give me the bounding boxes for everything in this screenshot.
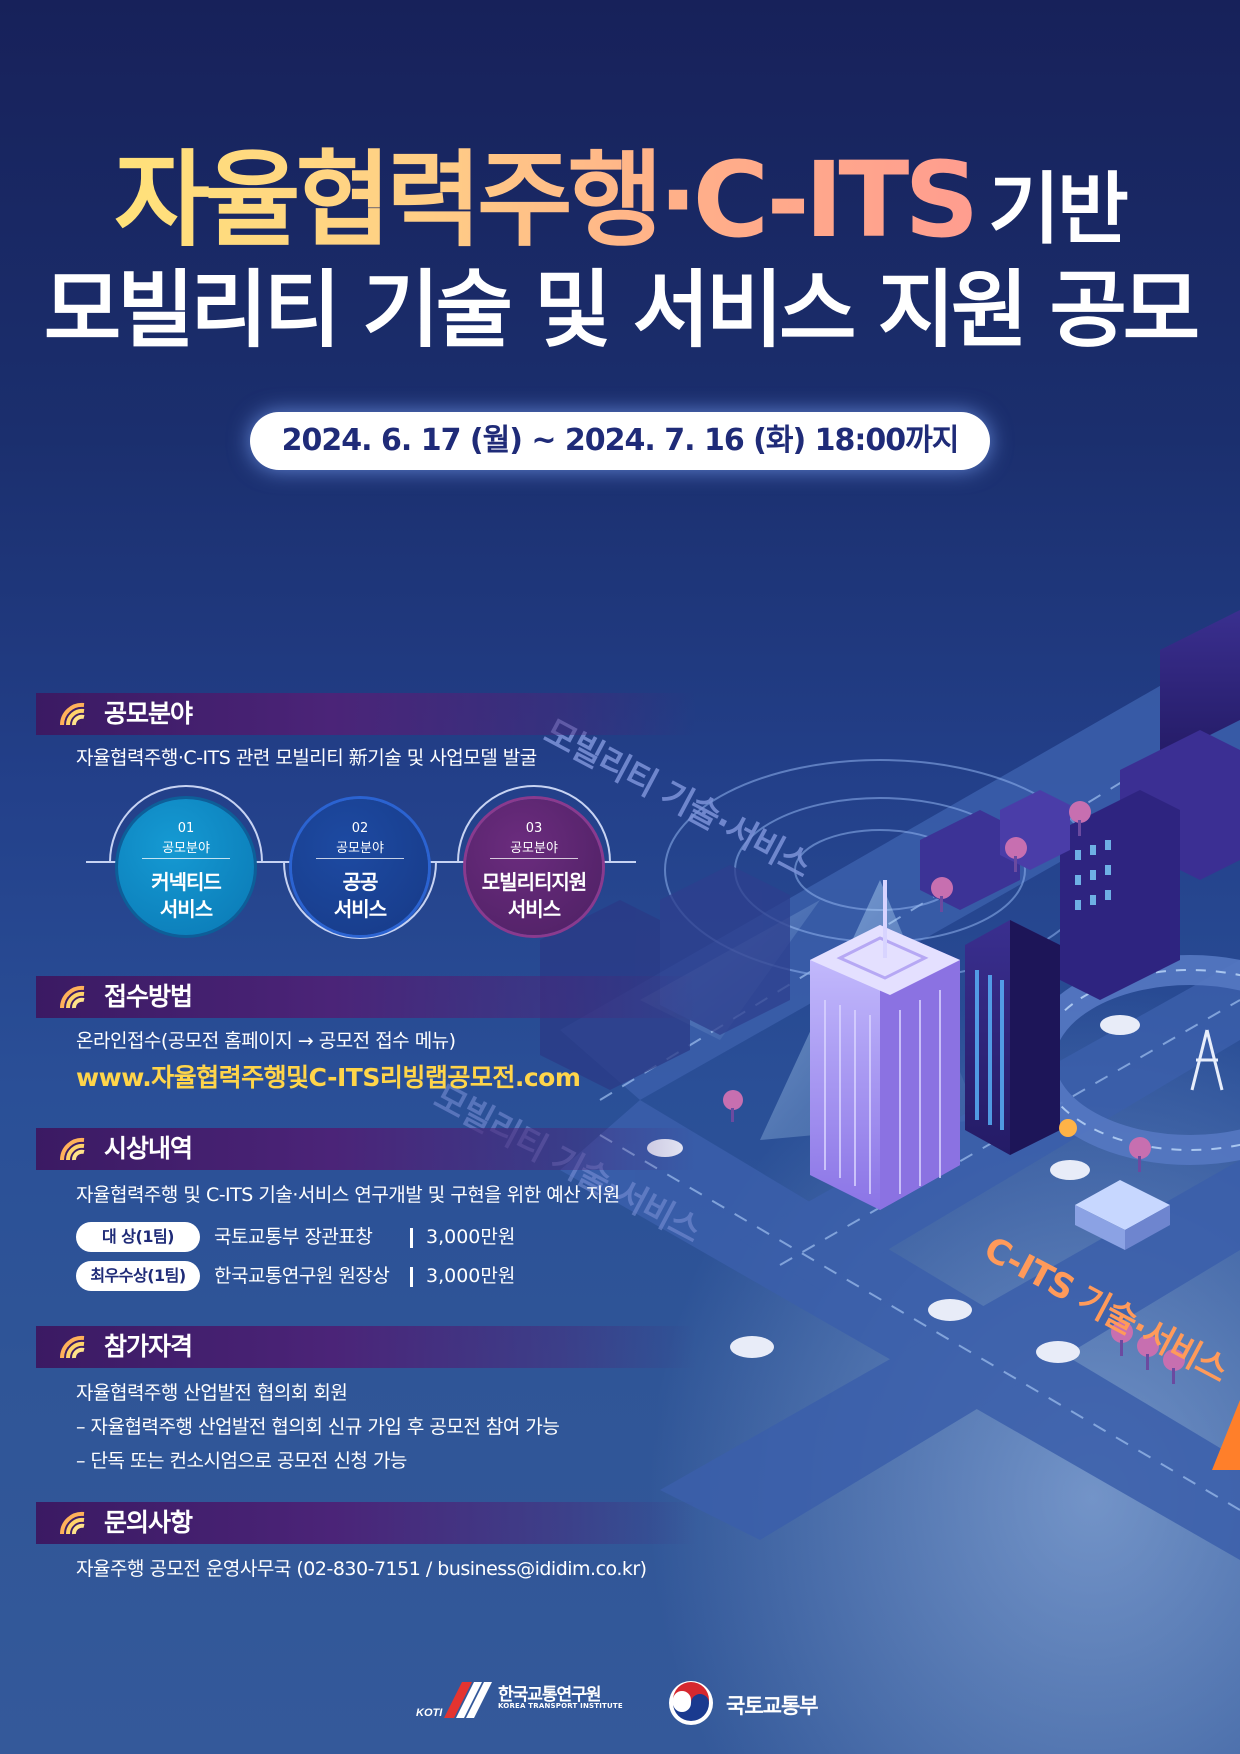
field-item-label: 공모분야: [510, 841, 558, 856]
field-desc: 자율협력주행·C-ITS 관련 모빌리티 新기술 및 사업모델 발굴: [76, 747, 537, 769]
section-header-eligibility: 참가자격: [36, 1326, 696, 1368]
section-title: 접수방법: [104, 982, 193, 1011]
section-title: 공모분야: [104, 699, 193, 728]
divider: [410, 1228, 413, 1248]
section-title: 문의사항: [104, 1508, 193, 1537]
field-item-num: 01: [177, 821, 195, 836]
award-name: 한국교통연구원 원장상: [214, 1265, 390, 1287]
award-grade: 최우수상(1팀): [76, 1261, 200, 1291]
field-item-label: 공모분야: [162, 841, 210, 856]
wifi-signal-icon: [59, 1335, 85, 1359]
koti-mark-icon: KOTI: [416, 1682, 492, 1719]
field-connector: [86, 785, 636, 939]
koti-name: 한국교통연구원: [498, 1685, 601, 1705]
contest-url-link[interactable]: www.자율협력주행및C-ITS리빙랩공모전.com: [76, 1063, 581, 1092]
koti-logo: KOTI 한국교통연구원 KOREA TRANSPORT INSTITUTE: [416, 1678, 623, 1722]
eligibility-line: 자율협력주행 산업발전 협의회 회원: [76, 1382, 348, 1404]
field-item-label: 공모분야: [336, 841, 384, 856]
wifi-signal-icon: [59, 1137, 85, 1161]
divider: [410, 1267, 413, 1287]
section-header-awards: 시상내역: [36, 1128, 696, 1170]
divider: [490, 858, 578, 859]
section-header-apply: 접수방법: [36, 976, 696, 1018]
period-badge: 2024. 6. 17 (월) ~ 2024. 7. 16 (화) 18:00까…: [250, 412, 990, 470]
koti-subtitle: KOREA TRANSPORT INSTITUTE: [498, 1702, 623, 1710]
wifi-signal-icon: [59, 985, 85, 1009]
title-line2: 모빌리티 기술 및 서비스 지원 공모: [43, 261, 1200, 359]
divider: [316, 858, 404, 859]
eligibility-line: – 단독 또는 컨소시엄으로 공모전 신청 가능: [76, 1450, 407, 1472]
apply-desc: 온라인접수(공모전 홈페이지 → 공모전 접수 메뉴): [76, 1030, 456, 1052]
awards-desc: 자율협력주행 및 C-ITS 기술·서비스 연구개발 및 구현을 위한 예산 지…: [76, 1184, 620, 1206]
award-grade: 대 상(1팀): [76, 1222, 200, 1252]
title-rest: 기반: [988, 165, 1129, 255]
wifi-signal-icon: [59, 1511, 85, 1535]
eligibility-line: – 자율협력주행 산업발전 협의회 신규 가입 후 공모전 참여 가능: [76, 1416, 560, 1438]
field-item-num: 03: [525, 821, 543, 836]
field-item-num: 02: [351, 821, 369, 836]
molit-name: 국토교통부: [726, 1694, 819, 1718]
divider: [142, 858, 230, 859]
section-header-contact: 문의사항: [36, 1502, 696, 1544]
svg-text:KOTI: KOTI: [416, 1707, 443, 1719]
molit-logo: 국토교통부: [666, 1678, 836, 1728]
section-header-field: 공모분야: [36, 693, 696, 735]
section-title: 시상내역: [104, 1134, 193, 1163]
section-title: 참가자격: [104, 1332, 193, 1361]
title-highlight: 자율협력주행·C-ITS: [114, 139, 979, 261]
contact-desc: 자율주행 공모전 운영사무국 (02-830-7151 / business@i…: [76, 1558, 647, 1580]
award-name: 국토교통부 장관표창: [214, 1226, 373, 1248]
wifi-signal-icon: [59, 702, 85, 726]
award-prize: 3,000만원: [426, 1226, 516, 1248]
award-prize: 3,000만원: [426, 1265, 516, 1287]
taeguk-icon: [669, 1681, 713, 1725]
